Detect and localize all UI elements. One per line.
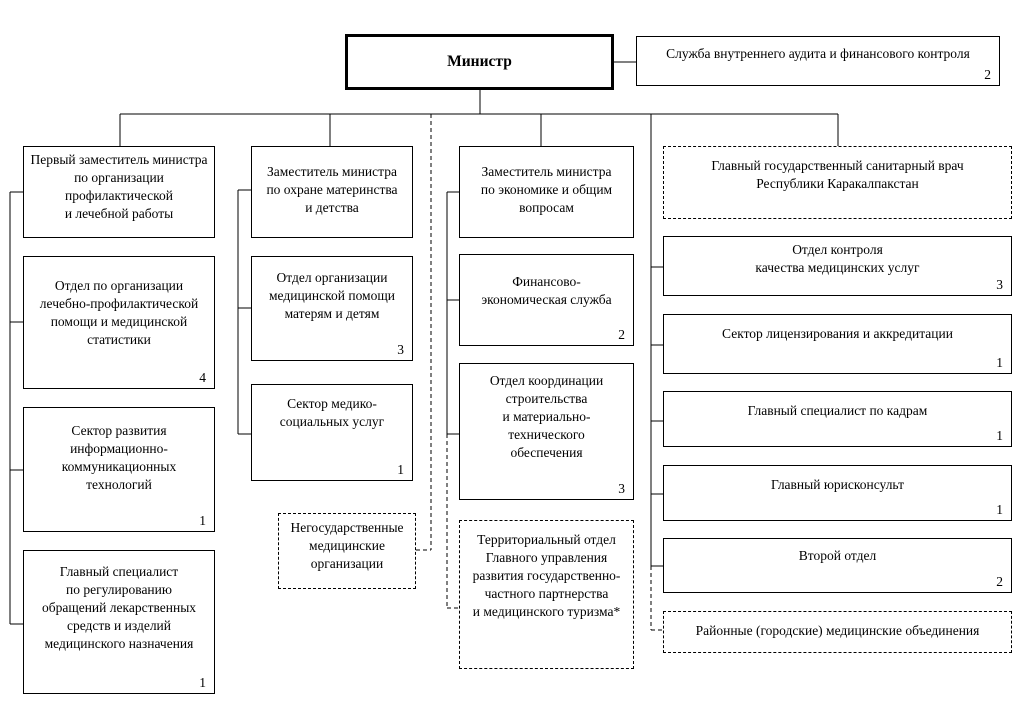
minister-label: Министр [447,53,512,70]
ict-sector-count: 1 [199,513,206,528]
licensing-sector-count: 1 [996,355,1003,370]
legal-counsel-count: 1 [996,502,1003,517]
finance-service-box: Финансово- экономическая служба 2 [459,254,634,346]
quality-control-dept-label: Отдел контроля качества медицинских услу… [755,242,920,275]
ict-sector-label: Сектор развития информационно- коммуника… [61,423,177,492]
social-services-sector-count: 1 [397,462,404,477]
maternity-deputy-label: Заместитель министра по охране материнст… [266,164,398,215]
legal-counsel-label: Главный юрисконсульт [771,477,904,492]
first-deputy-box: Первый заместитель министра по организац… [23,146,215,238]
construction-coordination-dept-label: Отдел координации строительства и матери… [489,373,604,460]
economy-deputy-label: Заместитель министра по экономике и общи… [480,164,613,215]
maternal-care-dept-box: Отдел организации медицинской помощи мат… [251,256,413,361]
territorial-ppp-dept-label: Территориальный отдел Главного управлени… [472,532,621,619]
legal-counsel-box: Главный юрисконсульт 1 [663,465,1012,521]
licensing-sector-box: Сектор лицензирования и аккредитации 1 [663,314,1012,374]
second-dept-count: 2 [996,574,1003,589]
quality-control-dept-box: Отдел контроля качества медицинских услу… [663,236,1012,296]
construction-coordination-dept-count: 3 [618,481,625,496]
construction-coordination-dept-box: Отдел координации строительства и матери… [459,363,634,500]
treatment-prevention-dept-label: Отдел по организации лечебно-профилактич… [39,278,199,347]
finance-service-count: 2 [618,327,625,342]
chief-sanitary-doctor-label: Главный государственный санитарный врач … [711,158,964,191]
audit-service-count: 2 [984,67,991,82]
second-dept-box: Второй отдел 2 [663,538,1012,593]
hr-specialist-box: Главный специалист по кадрам 1 [663,391,1012,447]
non-state-orgs-box: Негосударственные медицинские организаци… [278,513,416,589]
social-services-sector-label: Сектор медико- социальных услуг [279,396,385,429]
ict-sector-box: Сектор развития информационно- коммуника… [23,407,215,532]
quality-control-dept-count: 3 [996,277,1003,292]
maternity-deputy-box: Заместитель министра по охране материнст… [251,146,413,238]
first-deputy-label: Первый заместитель министра по организац… [30,152,208,221]
minister-box: Министр [345,34,614,90]
drug-regulation-specialist-count: 1 [199,675,206,690]
licensing-sector-label: Сектор лицензирования и аккредитации [722,326,953,341]
treatment-prevention-dept-count: 4 [199,370,206,385]
social-services-sector-box: Сектор медико- социальных услуг 1 [251,384,413,481]
maternal-care-dept-count: 3 [397,342,404,357]
territorial-ppp-dept-box: Территориальный отдел Главного управлени… [459,520,634,669]
drug-regulation-specialist-box: Главный специалист по регулированию обра… [23,550,215,694]
district-medical-unions-box: Районные (городские) медицинские объедин… [663,611,1012,653]
audit-service-label: Служба внутреннего аудита и финансового … [666,46,970,61]
drug-regulation-specialist-label: Главный специалист по регулированию обра… [41,564,197,651]
second-dept-label: Второй отдел [798,548,877,563]
finance-service-label: Финансово- экономическая служба [481,274,612,307]
audit-service-box: Служба внутреннего аудита и финансового … [636,36,1000,86]
economy-deputy-box: Заместитель министра по экономике и общи… [459,146,634,238]
treatment-prevention-dept-box: Отдел по организации лечебно-профилактич… [23,256,215,389]
hr-specialist-count: 1 [996,428,1003,443]
district-medical-unions-label: Районные (городские) медицинские объедин… [695,623,980,638]
hr-specialist-label: Главный специалист по кадрам [747,403,928,418]
chief-sanitary-doctor-box: Главный государственный санитарный врач … [663,146,1012,219]
non-state-orgs-label: Негосударственные медицинские организаци… [290,520,404,571]
maternal-care-dept-label: Отдел организации медицинской помощи мат… [269,270,395,321]
